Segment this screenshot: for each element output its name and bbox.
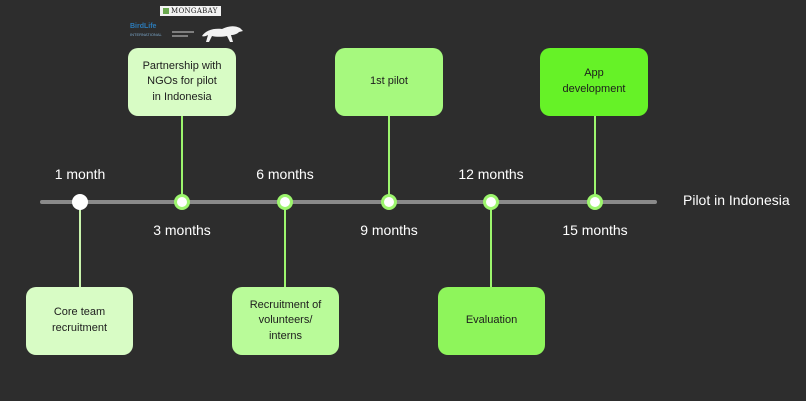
milestone-period-label: 6 months xyxy=(256,166,314,182)
timeline-axis xyxy=(40,200,657,204)
milestone-node xyxy=(381,194,397,210)
milestone-period-label: 15 months xyxy=(562,222,628,238)
milestone-period-label: 3 months xyxy=(153,222,211,238)
milestone-period-label: 1 month xyxy=(54,166,106,182)
timeline-axis-label: Pilot in Indonesia xyxy=(683,192,790,208)
milestone-card: Core team recruitment xyxy=(26,287,133,355)
mongabay-logo: MONGABAY xyxy=(160,6,221,16)
mongabay-logo-text: MONGABAY xyxy=(171,7,218,15)
milestone-card: Recruitment of volunteers/ interns xyxy=(232,287,339,355)
birdlife-logo-subtext: INTERNATIONAL xyxy=(130,32,162,37)
milestone-period-label: 9 months xyxy=(360,222,418,238)
milestone-card: Partnership with NGOs for pilot in Indon… xyxy=(128,48,236,116)
partner-wordmark-icon xyxy=(172,31,194,37)
milestone-card: Evaluation xyxy=(438,287,545,355)
milestone-connector xyxy=(594,116,596,202)
milestone-card: 1st pilot xyxy=(335,48,443,116)
milestone-connector xyxy=(79,202,81,287)
birdlife-logo: BirdLife INTERNATIONAL xyxy=(130,23,162,39)
milestone-connector xyxy=(388,116,390,202)
milestone-card: App development xyxy=(540,48,648,116)
milestone-node xyxy=(72,194,88,210)
milestone-connector xyxy=(284,202,286,287)
milestone-period-label: 12 months xyxy=(458,166,524,182)
milestone-connector xyxy=(490,202,492,287)
birdlife-logo-text: BirdLife xyxy=(130,23,157,30)
milestone-node xyxy=(587,194,603,210)
partner-logos: MONGABAY BirdLife INTERNATIONAL xyxy=(128,6,248,46)
milestone-node xyxy=(277,194,293,210)
panther-logo-icon xyxy=(202,26,243,42)
milestone-connector xyxy=(181,116,183,202)
milestone-node xyxy=(174,194,190,210)
milestone-node xyxy=(483,194,499,210)
